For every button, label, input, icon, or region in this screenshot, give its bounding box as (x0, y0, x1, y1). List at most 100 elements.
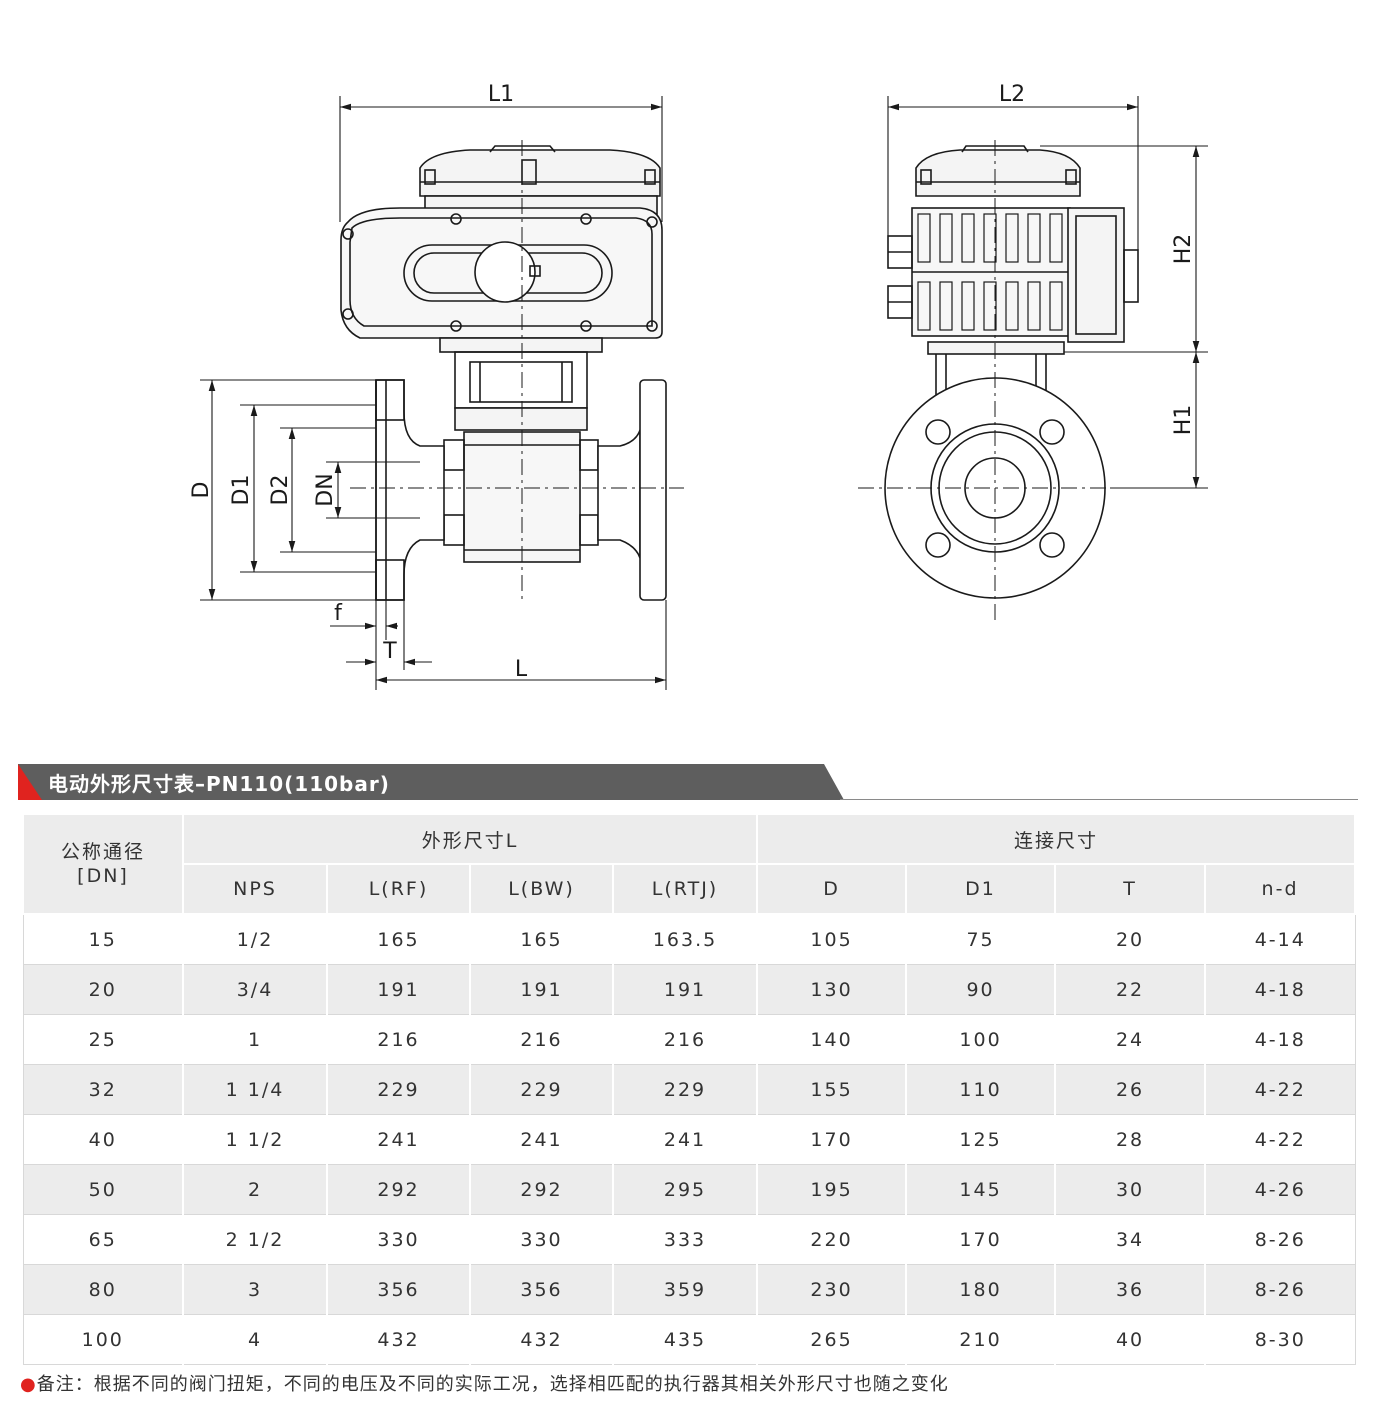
table-row: 20 3/4 191 191 191 130 90 22 4-18 (22, 964, 1356, 1015)
table-cell: 24 (1054, 1014, 1207, 1065)
valve-drawing-svg: L1 D D1 D2 DN f T L (189, 82, 1208, 690)
table-cell: 3/4 (182, 964, 328, 1015)
table-cell: 1 1/4 (182, 1064, 328, 1115)
table-cell: 2 1/2 (182, 1214, 328, 1265)
table-cell: 241 (326, 1114, 471, 1165)
table-cell: 265 (756, 1314, 908, 1365)
table-cell: 40 (1054, 1314, 1207, 1365)
side-dimensions (887, 96, 1208, 489)
table-cell: 165 (326, 914, 471, 965)
table-cell: 4-26 (1204, 1164, 1356, 1215)
side-view (858, 140, 1140, 620)
table-cell: 34 (1054, 1214, 1207, 1265)
table-cell: 191 (469, 964, 614, 1015)
table-row: 50 2 292 292 295 195 145 30 4-26 (22, 1164, 1356, 1215)
table-row: 100 4 432 432 435 265 210 40 8-30 (22, 1314, 1356, 1365)
table-row: 40 1 1/2 241 241 241 170 125 28 4-22 (22, 1114, 1356, 1165)
table-cell: 170 (756, 1114, 908, 1165)
table-cell: 241 (611, 1114, 759, 1165)
table-cell: 1 (182, 1014, 328, 1065)
table-cell: 216 (326, 1014, 471, 1065)
dim-label-d1: D1 (229, 475, 254, 506)
table-cell: 20 (1054, 914, 1207, 965)
table-cell: 100 (905, 1014, 1057, 1065)
table-cell: 216 (469, 1014, 614, 1065)
table-cell: 40 (22, 1114, 184, 1165)
header-col-t: T (1054, 864, 1207, 915)
table-cell: 75 (905, 914, 1057, 965)
table-cell: 216 (611, 1014, 759, 1065)
table-cell: 155 (756, 1064, 908, 1115)
header-nominal-diameter: 公称通径 [DN] (22, 815, 184, 915)
table-cell: 180 (905, 1264, 1057, 1315)
table-header: 公称通径 [DN] 外形尺寸L 连接尺寸 NPS L(RF) L(BW) L(R… (22, 815, 1357, 915)
front-view (340, 140, 684, 601)
table-cell: 4-14 (1204, 914, 1356, 965)
table-cell: 1 1/2 (182, 1114, 328, 1165)
front-dimensions (200, 96, 667, 690)
table-cell: 65 (22, 1214, 184, 1265)
header-dn-sub: [DN] (77, 865, 129, 887)
table-cell: 359 (611, 1264, 759, 1315)
table-cell: 32 (22, 1064, 184, 1115)
table-cell: 191 (326, 964, 471, 1015)
dim-label-h2: H2 (1171, 234, 1196, 265)
table-cell: 140 (756, 1014, 908, 1065)
table-cell: 3 (182, 1264, 328, 1315)
header-col-nps: NPS (182, 864, 328, 915)
table-cell: 295 (611, 1164, 759, 1215)
table-cell: 330 (469, 1214, 614, 1265)
table-cell: 191 (611, 964, 759, 1015)
table-cell: 90 (905, 964, 1057, 1015)
table-cell: 100 (22, 1314, 184, 1365)
table-cell: 36 (1054, 1264, 1207, 1315)
table-cell: 292 (469, 1164, 614, 1215)
table-cell: 125 (905, 1114, 1057, 1165)
section-title-banner: 电动外形尺寸表–PN110(110bar) (0, 762, 1390, 802)
table-cell: 50 (22, 1164, 184, 1215)
title-underline (840, 799, 1358, 800)
header-col-l-bw: L(BW) (469, 864, 614, 915)
header-col-d: D (756, 864, 908, 915)
dim-label-dn: DN (313, 473, 338, 506)
dim-label-d2: D2 (268, 475, 293, 506)
table-cell: 356 (469, 1264, 614, 1315)
header-col-n-d: n-d (1204, 864, 1357, 915)
dim-label-l2: L2 (999, 82, 1025, 107)
table-row: 32 1 1/4 229 229 229 155 110 26 4-22 (22, 1064, 1356, 1115)
dim-label-t: T (382, 639, 397, 664)
table-cell: 30 (1054, 1164, 1207, 1215)
section-title: 电动外形尺寸表–PN110(110bar) (48, 772, 390, 796)
table-cell: 229 (469, 1064, 614, 1115)
table-cell: 22 (1054, 964, 1207, 1015)
dimension-table: 公称通径 [DN] 外形尺寸L 连接尺寸 NPS L(RF) L(BW) L(R… (22, 815, 1357, 1365)
front-dimension-labels: L1 D D1 D2 DN f T L (189, 82, 528, 682)
table-cell: 435 (611, 1314, 759, 1365)
table-cell: 8-26 (1204, 1214, 1356, 1265)
header-col-d1: D1 (905, 864, 1057, 915)
header-row-group: 公称通径 [DN] 外形尺寸L 连接尺寸 (22, 815, 1357, 915)
table-cell: 292 (326, 1164, 471, 1215)
table-cell: 220 (756, 1214, 908, 1265)
table-cell: 195 (756, 1164, 908, 1215)
table-cell: 4-22 (1204, 1114, 1356, 1165)
table-cell: 230 (756, 1264, 908, 1315)
table-cell: 432 (469, 1314, 614, 1365)
header-group-connection: 连接尺寸 (756, 815, 1357, 865)
header-col-l-rtj: L(RTJ) (611, 864, 759, 915)
header-dn-label: 公称通径 (60, 841, 145, 863)
table-cell: 170 (905, 1214, 1057, 1265)
table-cell: 1/2 (182, 914, 328, 965)
table-cell: 241 (469, 1114, 614, 1165)
valve-drawing: L1 D D1 D2 DN f T L (189, 82, 1208, 690)
table-cell: 4 (182, 1314, 328, 1365)
table-cell: 8-30 (1204, 1314, 1356, 1365)
table-cell: 165 (469, 914, 614, 965)
table-cell: 20 (22, 964, 184, 1015)
table-cell: 333 (611, 1214, 759, 1265)
table-cell: 105 (756, 914, 908, 965)
title-bar-background (18, 764, 844, 800)
table-cell: 110 (905, 1064, 1057, 1115)
table-cell: 145 (905, 1164, 1057, 1215)
table-cell: 210 (905, 1314, 1057, 1365)
